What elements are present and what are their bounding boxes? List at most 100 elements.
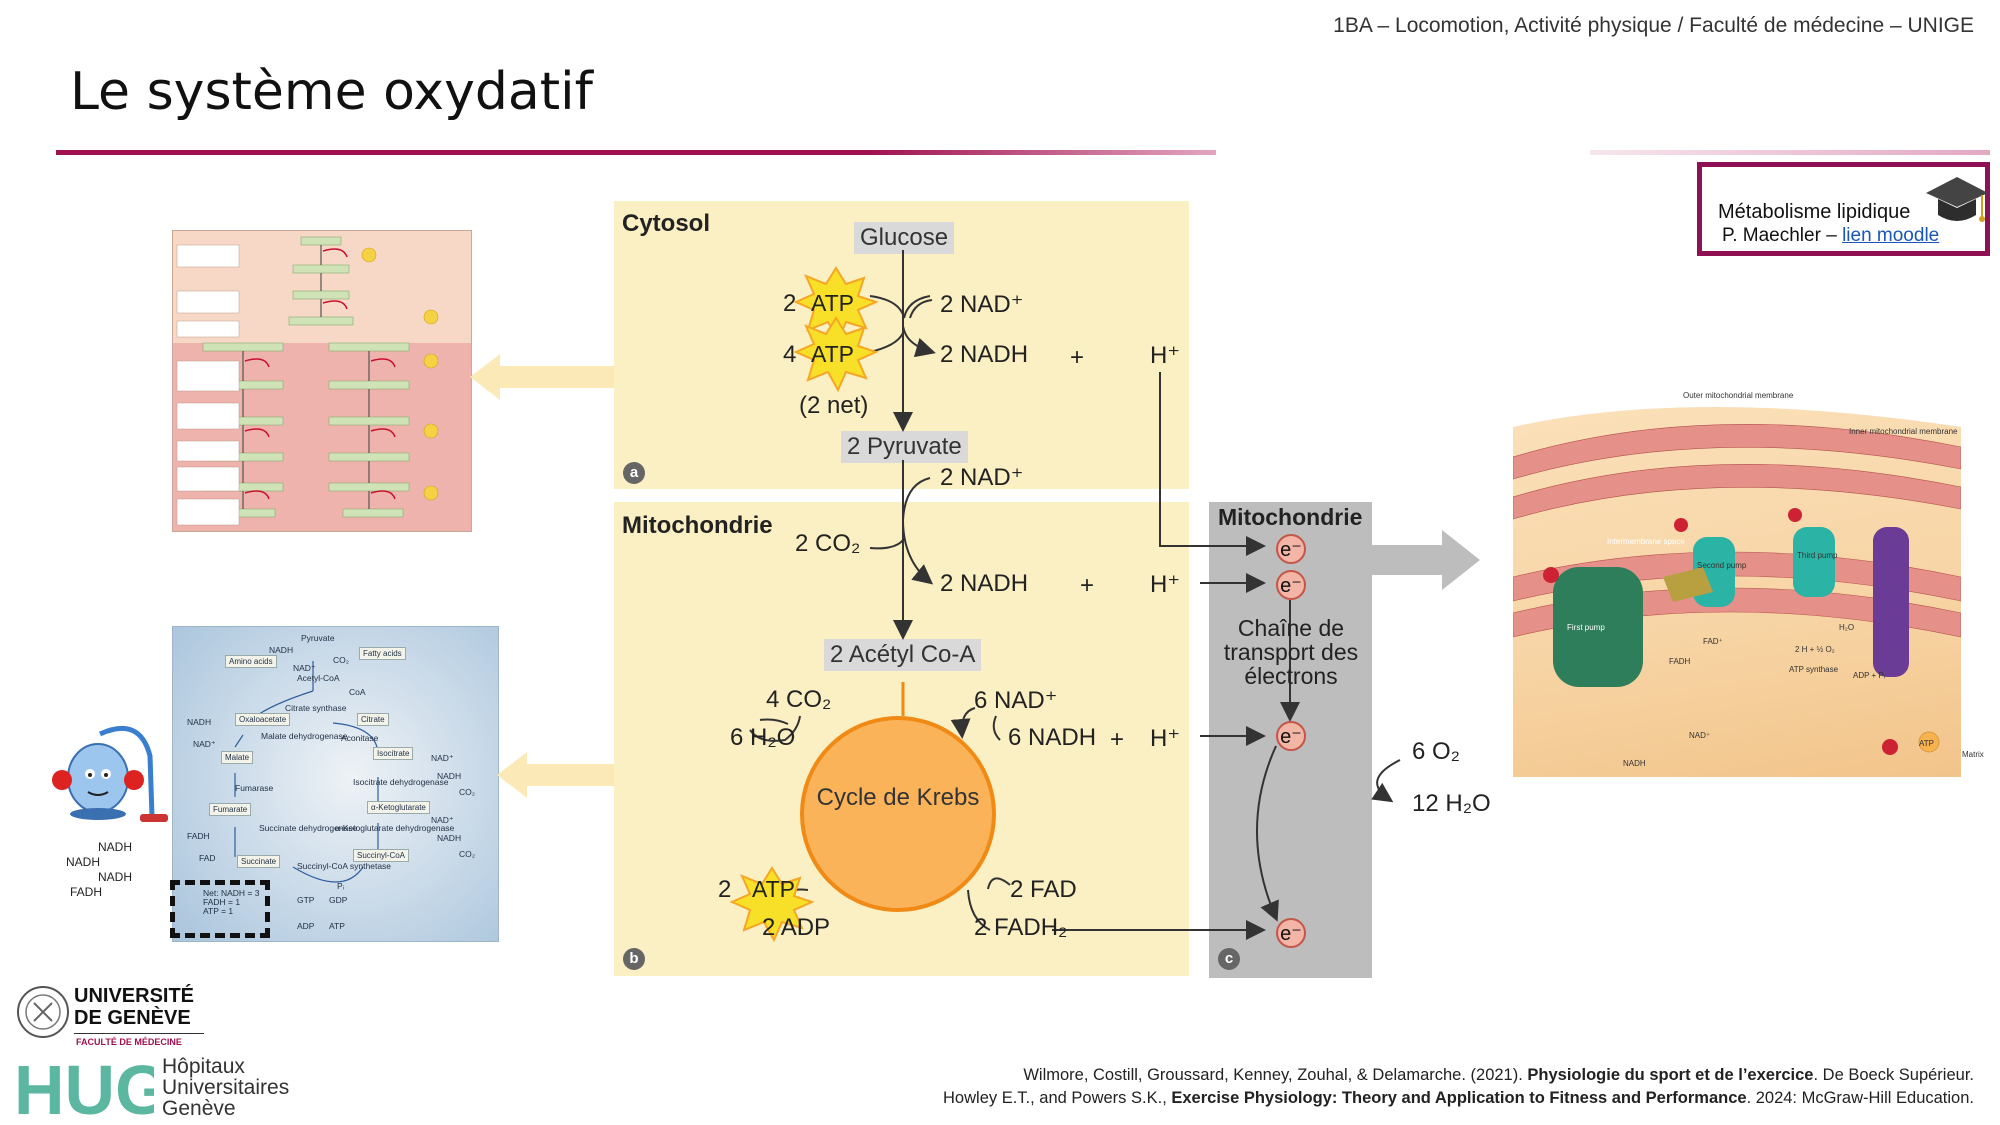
hug-letters-logo: HUG xyxy=(14,1056,154,1120)
reference-2-title: Exercise Physiology: Theory and Applicat… xyxy=(1171,1089,1747,1107)
mito-inner-label: Inner mitochondrial membrane xyxy=(1849,427,1958,436)
mito-h2o: H₂O xyxy=(1839,623,1855,632)
electron-3: e⁻ xyxy=(1276,721,1306,751)
nadh-label-2: 2 NADH xyxy=(940,570,1029,597)
panel-b-badge: b xyxy=(623,948,645,970)
graduation-cap-icon xyxy=(1926,177,1988,222)
h2o-label-12: 12 H₂O xyxy=(1412,790,1491,817)
krebs-thumb-nadh-2: NADH xyxy=(187,717,212,727)
glucose-box: Glucose xyxy=(854,222,955,254)
krebs-thumb-nadh-1: NADH xyxy=(269,645,294,655)
krebs-thumb-malate: Malate xyxy=(221,751,254,764)
krebs-thumb-aconitase: Aconitase xyxy=(341,733,379,743)
krebs-thumb-pyruvate: Pyruvate xyxy=(301,633,335,643)
moodle-link[interactable]: lien moodle xyxy=(1842,225,1940,246)
mito-second-pump: Second pump xyxy=(1697,561,1747,570)
mito-o2: 2 H + ½ O₂ xyxy=(1795,645,1835,654)
reference-1-title: Physiologie du sport et de l’exercice xyxy=(1527,1066,1814,1084)
mitochondrial-membrane-thumbnail: Outer mitochondrial membrane Inner mitoc… xyxy=(1513,387,1961,777)
moodle-link-box: Métabolisme lipidique P. Maechler – lien… xyxy=(1697,162,1990,256)
label-cytosol: Cytosol xyxy=(622,210,711,237)
co2-label-2: 2 CO₂ xyxy=(795,530,861,557)
net-atp: (2 net) xyxy=(799,392,869,419)
electron-1: e⁻ xyxy=(1276,534,1306,564)
krebs-cycle-circle xyxy=(800,716,996,912)
mito-nad: NAD⁺ xyxy=(1689,731,1711,740)
krebs-thumb-adp: ADP xyxy=(297,921,315,931)
course-header: 1BA – Locomotion, Activité physique / Fa… xyxy=(1333,14,1974,37)
references: Wilmore, Costill, Groussard, Kenney, Zou… xyxy=(943,1064,1974,1110)
vacuum-cleaner-icon xyxy=(52,725,168,822)
krebs-thumb-malate-dh: Malate dehydrogenase xyxy=(261,731,348,741)
vacuum-label-fadh: FADH xyxy=(70,885,103,899)
electron-4: e⁻ xyxy=(1276,918,1306,948)
mito-first-pump: First pump xyxy=(1567,623,1605,632)
krebs-thumb-pi: Pᵢ xyxy=(337,881,345,891)
vacuum-label-nadh-1: NADH xyxy=(98,840,133,854)
link-box-author-line: P. Maechler – lien moodle xyxy=(1722,225,1939,247)
h-plus-1: H⁺ xyxy=(1150,342,1180,369)
atp-coef-krebs: 2 xyxy=(718,876,732,903)
mito-matrix: Matrix xyxy=(1962,750,1984,759)
electron-chain-label: Chaîne de transport des électrons xyxy=(1223,615,1359,689)
nad-label-1: 2 NAD⁺ xyxy=(940,291,1024,318)
unige-faculty: FACULTÉ DE MÉDECINE xyxy=(76,1037,182,1047)
krebs-thumb-succinyl-coa: Succinyl-CoA xyxy=(353,849,410,862)
label-mitochondrie: Mitochondrie xyxy=(622,512,773,539)
h-plus-2: H⁺ xyxy=(1150,571,1180,598)
o2-label: 6 O₂ xyxy=(1412,738,1460,765)
krebs-thumb-akg-dh: α-Ketoglutarate dehydrogenase xyxy=(335,823,455,833)
atp-label-1: ATP xyxy=(811,290,855,316)
krebs-thumb-nad-2: NAD⁺ xyxy=(193,739,216,749)
title-rule-right xyxy=(1590,150,1990,155)
title-rule xyxy=(56,150,1216,155)
mito-outer-label: Outer mitochondrial membrane xyxy=(1683,391,1794,400)
h-plus-3: H⁺ xyxy=(1150,725,1180,752)
h2o-label-6: 6 H₂O xyxy=(730,724,796,751)
glycolysis-arrow xyxy=(470,354,618,400)
krebs-thumb-isocitrate-dh: Isocitrate dehydrogenase xyxy=(353,777,449,787)
nad-label-2: 2 NAD⁺ xyxy=(940,464,1024,491)
krebs-thumb-oxaloacetate: Oxaloacetate xyxy=(235,713,291,726)
mito-intermembrane: Intermembrane space xyxy=(1607,537,1685,546)
mito-atp: ATP xyxy=(1919,739,1934,748)
electron-2: e⁻ xyxy=(1276,570,1306,600)
krebs-thumb-nadh-3: NADH xyxy=(437,771,462,781)
unige-seal-icon xyxy=(17,986,69,1038)
mito-adp: ADP + Pᵢ xyxy=(1853,671,1886,680)
plus-2: + xyxy=(1080,572,1095,599)
krebs-thumb-acetyl-coa: Acetyl-CoA xyxy=(297,673,340,683)
hug-letters: HUG xyxy=(14,1056,154,1120)
krebs-thumb-fatty-acids: Fatty acids xyxy=(359,647,406,660)
krebs-thumb-nad-1: NAD⁺ xyxy=(293,663,316,673)
krebs-thumb-fad: FAD xyxy=(199,853,216,863)
mito-nadh: NADH xyxy=(1623,759,1646,768)
panel-c-badge: c xyxy=(1218,948,1240,970)
krebs-thumb-nad-3: NAD⁺ xyxy=(431,753,454,763)
hug-text: Hôpitaux Universitaires Genève xyxy=(162,1055,290,1120)
krebs-arrow xyxy=(497,752,617,798)
krebs-thumb-succinate: Succinate xyxy=(237,855,281,868)
plus-3: + xyxy=(1110,726,1125,753)
adp-label: 2 ADP xyxy=(762,914,831,941)
krebs-thumb-gdp: GDP xyxy=(329,895,348,905)
slide-title: Le système oxydatif xyxy=(70,62,593,122)
nad-label-6: 6 NAD⁺ xyxy=(974,687,1058,714)
krebs-thumb-co2-1: CO₂ xyxy=(333,655,350,665)
vacuum-label-nadh-3: NADH xyxy=(98,870,133,884)
krebs-thumb-fumarate: Fumarate xyxy=(209,803,252,816)
plus-1: + xyxy=(1070,344,1085,371)
unige-divider xyxy=(74,1033,204,1034)
acetyl-coa-box: 2 Acétyl Co-A xyxy=(824,639,982,671)
glycolysis-thumbnail xyxy=(172,230,472,532)
reference-1-publisher: . De Boeck Supérieur. xyxy=(1813,1066,1974,1084)
krebs-thumb-amino-acids: Amino acids xyxy=(225,655,277,668)
atp-coef-2: 2 xyxy=(783,290,797,317)
link-box-author: P. Maechler – xyxy=(1722,225,1843,246)
reference-2: Howley E.T., and Powers S.K., Exercise P… xyxy=(943,1087,1974,1110)
krebs-thumb-atp: ATP xyxy=(329,921,345,931)
krebs-thumb-succinate-dh: Succinate dehydrogenase xyxy=(259,823,358,833)
krebs-thumb-citrate: Citrate xyxy=(357,713,389,726)
krebs-cycle-thumbnail: Pyruvate NADH CO₂ Fatty acids Amino acid… xyxy=(172,626,499,942)
